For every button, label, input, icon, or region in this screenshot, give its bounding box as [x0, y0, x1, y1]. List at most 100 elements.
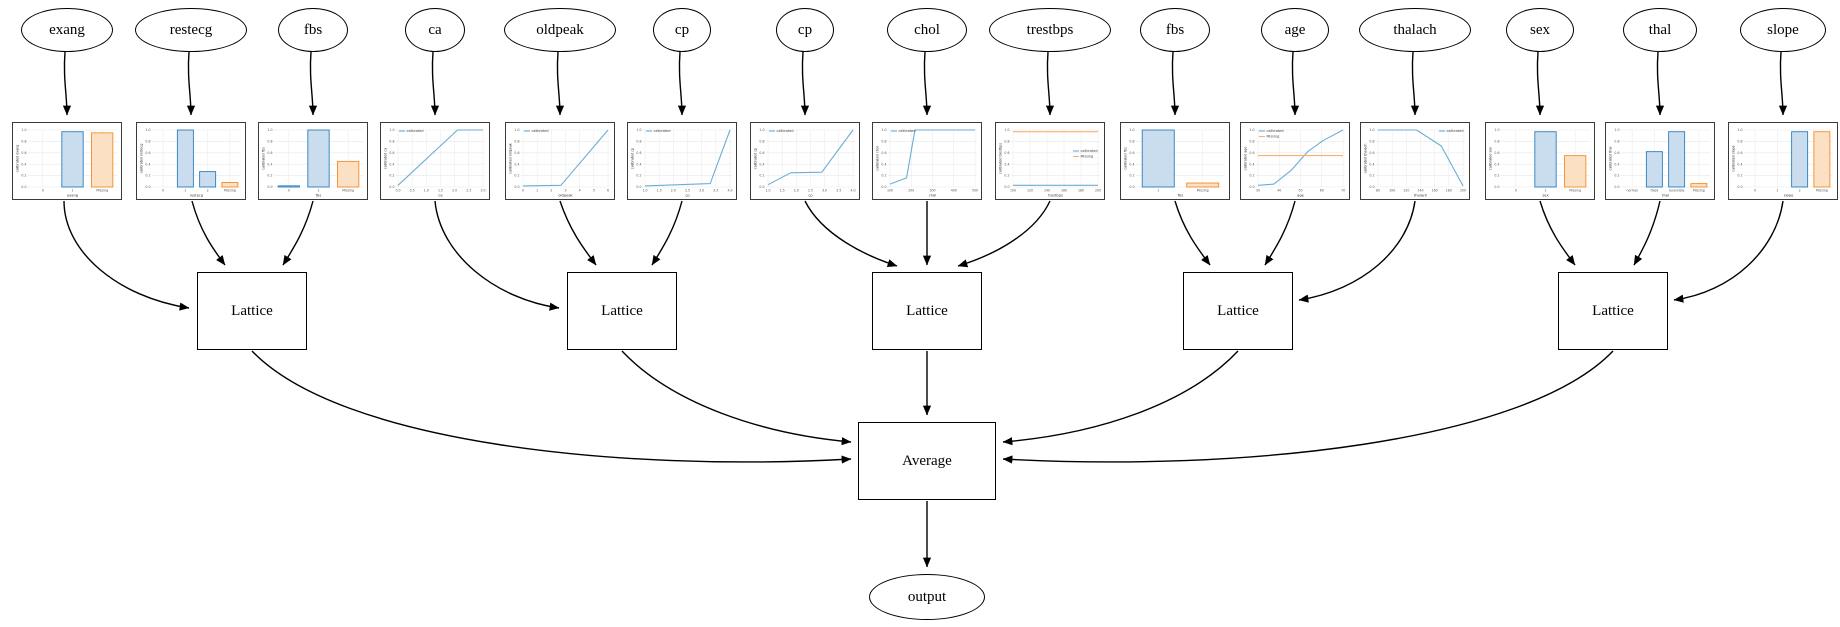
edge-input-to-chart-1 — [186, 51, 196, 116]
svg-text:0: 0 — [287, 188, 289, 192]
svg-text:0.4: 0.4 — [1737, 162, 1742, 166]
svg-text:0.0: 0.0 — [1369, 185, 1374, 189]
svg-text:0.8: 0.8 — [881, 139, 886, 143]
svg-text:0.8: 0.8 — [267, 139, 272, 143]
svg-text:50: 50 — [1298, 188, 1302, 192]
input-node-trestbps-8: trestbps — [989, 8, 1111, 52]
edge-input-to-chart-0 — [62, 51, 72, 116]
svg-text:0.6: 0.6 — [1494, 150, 1499, 154]
svg-text:140: 140 — [1043, 188, 1049, 192]
svg-text:0.4: 0.4 — [1494, 162, 1499, 166]
svg-text:200: 200 — [1094, 188, 1100, 192]
edge-input-to-chart-12 — [1535, 51, 1545, 116]
edge-chart-to-lattice-1 — [191, 200, 226, 266]
svg-text:Missing: Missing — [1815, 188, 1827, 192]
svg-text:calibrated exang: calibrated exang — [15, 144, 19, 172]
svg-text:4.0: 4.0 — [727, 188, 732, 192]
svg-text:0.0: 0.0 — [1129, 185, 1134, 189]
input-node-label: fbs — [303, 21, 323, 38]
edge-lattice4-to-average — [1002, 350, 1239, 446]
lattice-node-4: Lattice — [1183, 272, 1293, 350]
svg-text:0.0: 0.0 — [759, 185, 764, 189]
edge-chart-to-lattice-12 — [1539, 200, 1576, 266]
svg-text:0.8: 0.8 — [514, 139, 519, 143]
svg-text:0.2: 0.2 — [1369, 173, 1374, 177]
svg-text:calibrated fbs: calibrated fbs — [261, 146, 265, 169]
svg-text:calibrated: calibrated — [653, 129, 670, 133]
svg-text:0.2: 0.2 — [21, 173, 26, 177]
svg-text:0.2: 0.2 — [759, 173, 764, 177]
svg-text:0.4: 0.4 — [21, 162, 26, 166]
svg-text:5: 5 — [592, 188, 594, 192]
input-node-slope-14: slope — [1740, 8, 1826, 52]
edge-input-to-chart-13 — [1655, 51, 1665, 116]
svg-text:0.8: 0.8 — [1614, 139, 1619, 143]
edge-chart-to-lattice-11 — [1298, 200, 1416, 303]
svg-text:0.6: 0.6 — [389, 150, 394, 154]
edge-chart-to-lattice-5 — [651, 200, 683, 266]
svg-text:1.0: 1.0 — [267, 128, 272, 132]
input-node-fbs-2: fbs — [278, 8, 348, 52]
svg-text:0.0: 0.0 — [145, 185, 150, 189]
svg-text:0.6: 0.6 — [514, 150, 519, 154]
svg-text:0.2: 0.2 — [267, 173, 272, 177]
edge-chart-to-lattice-0 — [63, 200, 190, 311]
svg-text:0.5: 0.5 — [409, 188, 414, 192]
input-node-cp-5: cp — [653, 8, 711, 52]
input-node-label: slope — [1767, 21, 1799, 38]
input-node-thalach-11: thalach — [1359, 8, 1471, 52]
input-node-label: thalach — [1393, 21, 1437, 38]
svg-text:0.4: 0.4 — [267, 162, 272, 166]
svg-text:0.4: 0.4 — [514, 162, 519, 166]
svg-text:400: 400 — [950, 188, 956, 192]
average-node: Average — [858, 422, 996, 500]
svg-text:2.0: 2.0 — [793, 188, 798, 192]
input-node-label: thal — [1648, 21, 1672, 38]
svg-text:0.2: 0.2 — [145, 173, 150, 177]
svg-text:1.0: 1.0 — [759, 128, 764, 132]
svg-text:Missing: Missing — [223, 188, 235, 192]
input-node-sex-12: sex — [1506, 8, 1574, 52]
svg-text:0.4: 0.4 — [1004, 162, 1009, 166]
edge-input-to-chart-7 — [922, 51, 932, 116]
svg-text:0: 0 — [1754, 188, 1756, 192]
svg-text:restecg: restecg — [189, 193, 202, 197]
svg-text:0.2: 0.2 — [389, 173, 394, 177]
svg-text:cp: cp — [808, 193, 813, 197]
svg-text:calibrated: calibrated — [531, 129, 548, 133]
input-node-oldpeak-4: oldpeak — [504, 8, 616, 52]
svg-text:0.0: 0.0 — [389, 185, 394, 189]
lattice-node-1: Lattice — [197, 272, 307, 350]
svg-text:1.0: 1.0 — [514, 128, 519, 132]
svg-text:1.5: 1.5 — [656, 188, 661, 192]
svg-text:calibrated slope: calibrated slope — [1731, 145, 1735, 171]
svg-text:120: 120 — [1403, 188, 1409, 192]
svg-text:calibrated thalach: calibrated thalach — [1363, 143, 1367, 173]
input-node-label: age — [1284, 21, 1306, 38]
svg-text:0.4: 0.4 — [1129, 162, 1134, 166]
svg-text:fbs: fbs — [1177, 193, 1183, 197]
average-node-label: Average — [902, 452, 952, 469]
svg-text:160: 160 — [1431, 188, 1437, 192]
svg-text:0.0: 0.0 — [1494, 185, 1499, 189]
edge-chart-to-lattice-10 — [1264, 200, 1296, 266]
lattice-node-label: Lattice — [906, 302, 948, 319]
svg-text:calibrated chol: calibrated chol — [875, 146, 879, 171]
svg-text:0: 0 — [521, 188, 523, 192]
svg-text:40: 40 — [1277, 188, 1281, 192]
svg-text:1.0: 1.0 — [145, 128, 150, 132]
svg-text:0: 0 — [41, 188, 43, 192]
svg-text:1.0: 1.0 — [21, 128, 26, 132]
edge-chart-to-lattice-9 — [1174, 200, 1211, 266]
svg-text:0.4: 0.4 — [1369, 162, 1374, 166]
svg-text:fbs: fbs — [315, 193, 321, 197]
svg-text:0.8: 0.8 — [1494, 139, 1499, 143]
svg-text:0: 0 — [162, 188, 164, 192]
svg-text:Missing: Missing — [1266, 134, 1279, 138]
svg-text:0.6: 0.6 — [145, 150, 150, 154]
